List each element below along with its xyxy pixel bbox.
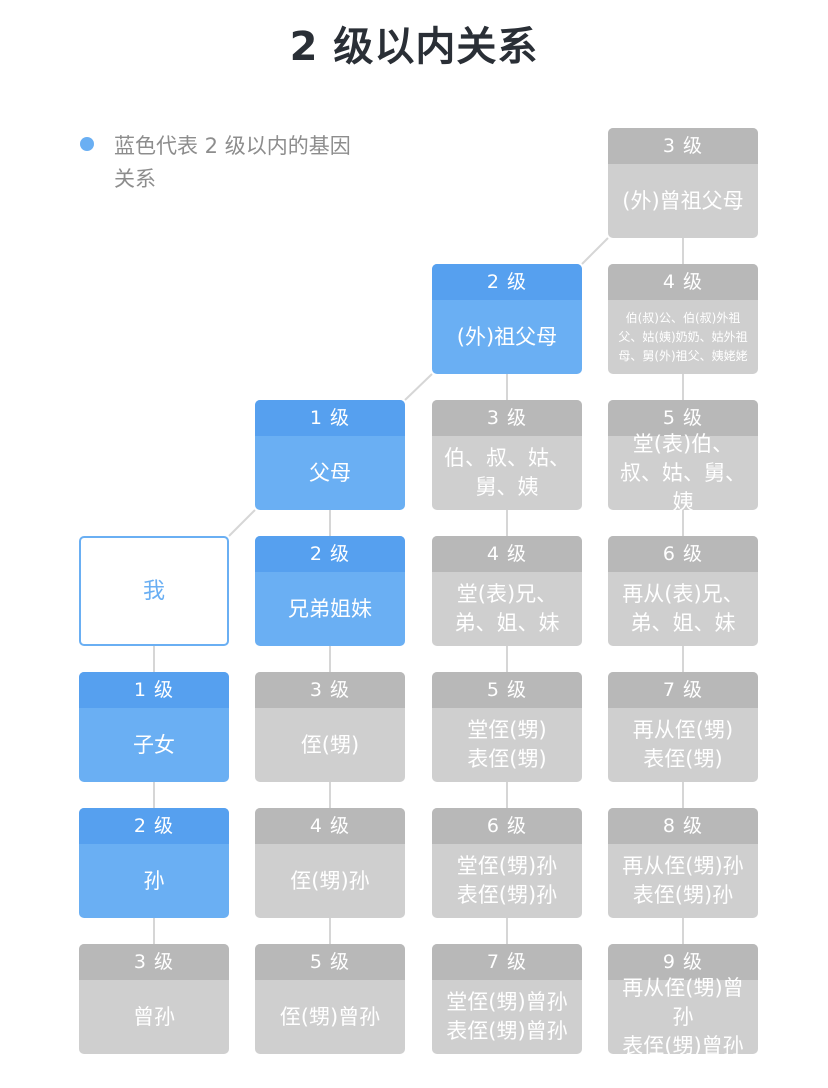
node-level: 5 级 [608, 400, 758, 436]
node-name: 兄弟姐妹 [288, 596, 372, 621]
node-name: 再从侄(甥) 表侄(甥) [632, 718, 734, 771]
node-level: 5 级 [432, 672, 582, 708]
node-level: 3 级 [79, 944, 229, 980]
node-nephew-grandchild: 4 级侄(甥)孙 [255, 808, 405, 918]
node-nephew: 3 级侄(甥) [255, 672, 405, 782]
node-parents: 1 级父母 [255, 400, 405, 510]
node-cousin-children: 5 级堂侄(甥) 表侄(甥) [432, 672, 582, 782]
node-level: 2 级 [79, 808, 229, 844]
node-grand-uncles: 4 级伯(叔)公、伯(叔)外祖父、姑(姨)奶奶、姑外祖母、舅(外)祖父、姨姥姥 [608, 264, 758, 374]
node-level: 7 级 [432, 944, 582, 980]
node-name: 堂侄(甥) 表侄(甥) [467, 718, 547, 771]
connector-parents-me [228, 509, 256, 537]
node-cousin-great-grandchildren: 7 级堂侄(甥)曾孙 表侄(甥)曾孙 [432, 944, 582, 1054]
node-parent-cousins: 5 级堂(表)伯、叔、姑、舅、姨 [608, 400, 758, 510]
node-level: 1 级 [255, 400, 405, 436]
node-level: 5 级 [255, 944, 405, 980]
node-level: 6 级 [432, 808, 582, 844]
node-name: 曾孙 [133, 1004, 175, 1029]
node-great-grandchild: 3 级曾孙 [79, 944, 229, 1054]
connector-grandparents-parents [404, 373, 433, 401]
node-uncles-aunts: 3 级伯、叔、姑、舅、姨 [432, 400, 582, 510]
node-name: 堂侄(甥)曾孙 表侄(甥)曾孙 [446, 990, 568, 1043]
node-name: 子女 [133, 732, 175, 757]
node-name: 伯(叔)公、伯(叔)外祖父、姑(姨)奶奶、姑外祖母、舅(外)祖父、姨姥姥 [618, 310, 748, 363]
node-level: 3 级 [255, 672, 405, 708]
node-level: 2 级 [432, 264, 582, 300]
connector-great-grandparents-grandparents [581, 237, 609, 265]
page-title: 2 级以内关系 [289, 24, 539, 70]
node-level: 2 级 [255, 536, 405, 572]
node-level: 8 级 [608, 808, 758, 844]
node-second-cousins: 6 级再从(表)兄、弟、姐、妹 [608, 536, 758, 646]
node-level: 9 级 [608, 944, 758, 980]
node-second-cousin-grandchildren: 8 级再从侄(甥)孙 表侄(甥)孙 [608, 808, 758, 918]
node-level: 4 级 [432, 536, 582, 572]
node-second-cousin-children: 7 级再从侄(甥) 表侄(甥) [608, 672, 758, 782]
node-child: 1 级子女 [79, 672, 229, 782]
node-name: 侄(甥)孙 [290, 868, 370, 893]
node-name: (外)曾祖父母 [622, 188, 744, 213]
node-level: 4 级 [608, 264, 758, 300]
node-name: 再从(表)兄、弟、姐、妹 [622, 582, 744, 635]
node-level: 3 级 [608, 128, 758, 164]
node-name: 伯、叔、姑、舅、姨 [444, 446, 570, 499]
node-name: 再从侄(甥)孙 表侄(甥)孙 [622, 854, 744, 907]
node-great-grandparents: 3 级 (外)曾祖父母 [608, 128, 758, 238]
legend-text: 蓝色代表 2 级以内的基因关系 [114, 134, 351, 191]
node-name: 侄(甥)曾孙 [279, 1004, 381, 1029]
node-name: 堂(表)兄、弟、姐、妹 [454, 582, 560, 635]
node-name: 再从侄(甥)曾孙 表侄(甥)曾孙 [622, 975, 744, 1055]
node-level: 3 级 [432, 400, 582, 436]
node-name: 我 [142, 578, 165, 604]
node-name: (外)祖父母 [456, 324, 558, 349]
node-level: 6 级 [608, 536, 758, 572]
node-name: 堂侄(甥)孙 表侄(甥)孙 [456, 854, 558, 907]
node-name: 侄(甥) [300, 732, 360, 757]
node-grandparents: 2 级 (外)祖父母 [432, 264, 582, 374]
node-cousins: 4 级堂(表)兄、弟、姐、妹 [432, 536, 582, 646]
legend-dot-icon [80, 137, 94, 151]
node-name: 堂(表)伯、叔、姑、舅、姨 [620, 431, 746, 511]
node-name: 父母 [309, 460, 351, 485]
node-me: 我 [79, 536, 229, 646]
node-nephew-great-grandchild: 5 级侄(甥)曾孙 [255, 944, 405, 1054]
node-level: 4 级 [255, 808, 405, 844]
node-level: 7 级 [608, 672, 758, 708]
node-grandchild: 2 级孙 [79, 808, 229, 918]
node-siblings: 2 级兄弟姐妹 [255, 536, 405, 646]
node-cousin-grandchildren: 6 级堂侄(甥)孙 表侄(甥)孙 [432, 808, 582, 918]
node-name: 孙 [143, 868, 165, 893]
node-second-cousin-great-grandchildren: 9 级再从侄(甥)曾孙 表侄(甥)曾孙 [608, 944, 758, 1054]
node-level: 1 级 [79, 672, 229, 708]
